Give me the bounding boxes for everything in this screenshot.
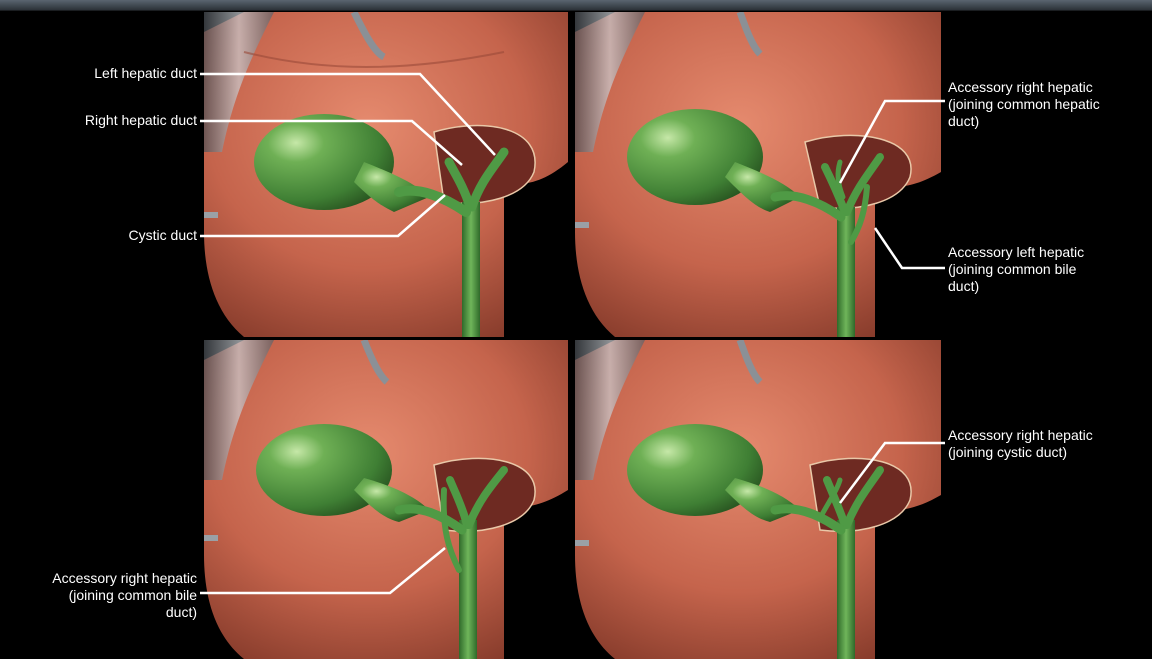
leader-acc-right-cystic	[840, 443, 945, 503]
leader-acc-left-common-bile	[875, 228, 945, 268]
leader-right-hepatic	[200, 121, 462, 165]
leader-acc-right-common-bile	[200, 548, 445, 593]
leader-left-hepatic	[200, 74, 495, 155]
leader-acc-right-common-hepatic	[840, 101, 945, 183]
leader-cystic	[200, 195, 445, 236]
